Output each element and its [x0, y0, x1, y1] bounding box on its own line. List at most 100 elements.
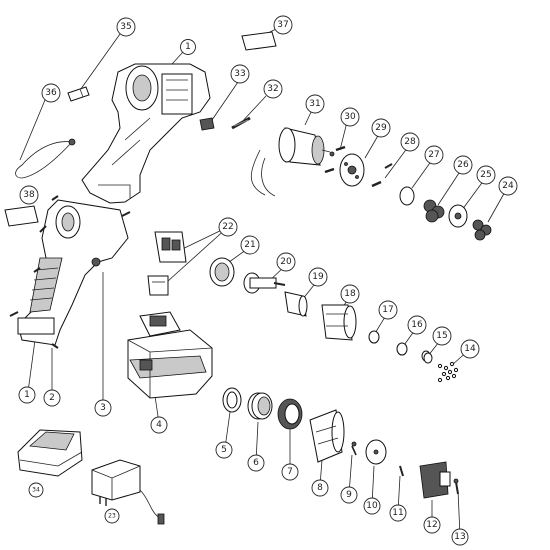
- callout-17: 17: [378, 300, 398, 320]
- callout-15: 15: [432, 326, 452, 346]
- part-30-screws: [324, 145, 346, 174]
- part-31-motor: [250, 127, 335, 197]
- part-1-housing-right: [81, 63, 211, 204]
- callout-1-bottom: 1: [18, 386, 36, 404]
- part-27-washer: [399, 186, 415, 206]
- callout-11-text: 11: [392, 508, 403, 518]
- callout-36: 36: [41, 83, 61, 103]
- callout-24: 24: [498, 176, 518, 196]
- part-37-label: [241, 31, 277, 51]
- part-15-spring: [421, 350, 433, 364]
- callout-7-text: 7: [287, 467, 293, 477]
- callout-32: 32: [263, 79, 283, 99]
- callout-7: 7: [281, 463, 299, 481]
- callout-4-text: 4: [156, 420, 162, 430]
- part-23-adapter: [91, 459, 165, 525]
- callout-33: 33: [230, 64, 250, 84]
- callout-22-text: 22: [222, 222, 233, 232]
- part-19-sleeve: [284, 291, 308, 317]
- part-18-gear-housing: [321, 304, 357, 341]
- part-20-spindle: [243, 272, 286, 294]
- callout-8-text: 8: [317, 483, 323, 493]
- callout-30-text: 30: [344, 112, 356, 122]
- callout-8: 8: [311, 479, 329, 497]
- callout-2: 2: [43, 389, 61, 407]
- callout-29: 29: [371, 118, 391, 138]
- callout-28: 28: [400, 132, 420, 152]
- callout-5: 5: [215, 441, 233, 459]
- callout-25-text: 25: [480, 170, 491, 180]
- part-24-gears: [472, 219, 492, 241]
- part-25-carrier: [448, 204, 468, 228]
- leader-lines: [19, 28, 507, 537]
- callout-11: 11: [389, 504, 407, 522]
- callout-18: 18: [340, 284, 360, 304]
- callout-22: 22: [218, 217, 238, 237]
- part-8-collar: [309, 409, 345, 463]
- callout-28-text: 28: [404, 137, 416, 147]
- part-17-ring: [368, 330, 380, 344]
- callout-29-text: 29: [375, 123, 387, 133]
- callout-17-text: 17: [382, 305, 393, 315]
- part-32-shaft: [231, 116, 251, 130]
- part-34-charger: [17, 429, 83, 477]
- callout-32-text: 32: [267, 84, 278, 94]
- callout-1-top: 1: [180, 39, 196, 55]
- callout-14: 14: [460, 339, 480, 359]
- callout-19-text: 19: [312, 272, 324, 282]
- callout-31-text: 31: [309, 99, 320, 109]
- callout-34: 34: [28, 482, 44, 498]
- part-6-spring: [247, 392, 273, 420]
- callout-27-text: 27: [428, 150, 439, 160]
- callout-27: 27: [424, 145, 444, 165]
- part-7-clutch-ring: [277, 398, 303, 430]
- callout-13: 13: [451, 528, 469, 546]
- callout-3-text: 3: [100, 403, 106, 413]
- callout-26-text: 26: [457, 160, 469, 170]
- callout-38-text: 38: [23, 190, 35, 200]
- part-11-screw: [399, 465, 404, 477]
- callout-3: 3: [94, 399, 112, 417]
- callout-35-text: 35: [120, 22, 131, 32]
- callout-37: 37: [273, 15, 293, 35]
- callout-25: 25: [476, 165, 496, 185]
- callout-16-text: 16: [411, 320, 423, 330]
- part-16-ring: [396, 342, 408, 356]
- part-14-balls: [437, 361, 459, 383]
- part-38-label: [4, 205, 39, 227]
- callout-26: 26: [453, 155, 473, 175]
- callout-16: 16: [407, 315, 427, 335]
- callout-24-text: 24: [502, 181, 514, 191]
- part-1-housing-left: [9, 195, 131, 349]
- callout-9-text: 9: [346, 490, 352, 500]
- callout-23: 23: [104, 508, 120, 524]
- part-33-block: [199, 117, 215, 131]
- callout-12-text: 12: [426, 520, 437, 530]
- callout-6-text: 6: [253, 458, 259, 468]
- callout-18-text: 18: [344, 289, 356, 299]
- part-13-screw: [453, 478, 459, 495]
- callout-14-text: 14: [464, 344, 476, 354]
- callout-labels: 35 37 1 33 32 36 31 30 29 28 27 26 25 24…: [18, 15, 518, 546]
- part-21-ring: [209, 257, 235, 287]
- callout-12: 12: [423, 516, 441, 534]
- callout-37-text: 37: [277, 20, 288, 30]
- part-29-motor-plate: [339, 153, 365, 187]
- part-22-switch: [147, 231, 187, 296]
- callout-21: 21: [240, 235, 260, 255]
- callout-20-text: 20: [280, 257, 292, 267]
- callout-10-text: 10: [366, 501, 378, 511]
- part-4-battery: [127, 311, 213, 399]
- callout-38: 38: [19, 185, 39, 205]
- part-26-gears: [423, 199, 445, 223]
- callout-21-text: 21: [244, 240, 255, 250]
- callout-19: 19: [308, 267, 328, 287]
- callout-23-text: 23: [108, 513, 116, 520]
- callout-9: 9: [340, 486, 358, 504]
- callout-13-text: 13: [454, 532, 465, 542]
- callout-35: 35: [116, 17, 136, 37]
- part-28-screw: [371, 163, 393, 188]
- callout-5-text: 5: [221, 445, 227, 455]
- callout-33-text: 33: [234, 69, 245, 79]
